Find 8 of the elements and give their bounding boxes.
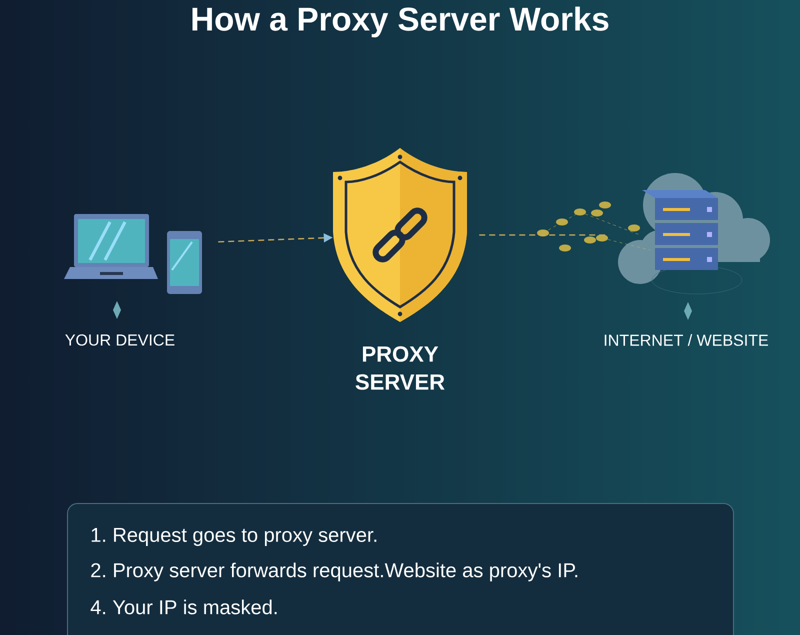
notes-panel: 1. Request goes to proxy server. 2. Proxy server forwards request.Website as proxy's IP. 4. Your IP is masked. xyxy=(67,503,734,635)
node-label: PROXY SERVER xyxy=(356,346,445,390)
shield-drawing xyxy=(333,148,467,322)
title: How a Proxy Server Works xyxy=(192,6,608,38)
node-label: INTERNET / WEBSITE xyxy=(604,334,768,346)
cloud-server-drawing xyxy=(618,173,770,294)
device-drawing xyxy=(64,214,202,294)
node-label: YOUR DEVICE xyxy=(65,334,174,346)
